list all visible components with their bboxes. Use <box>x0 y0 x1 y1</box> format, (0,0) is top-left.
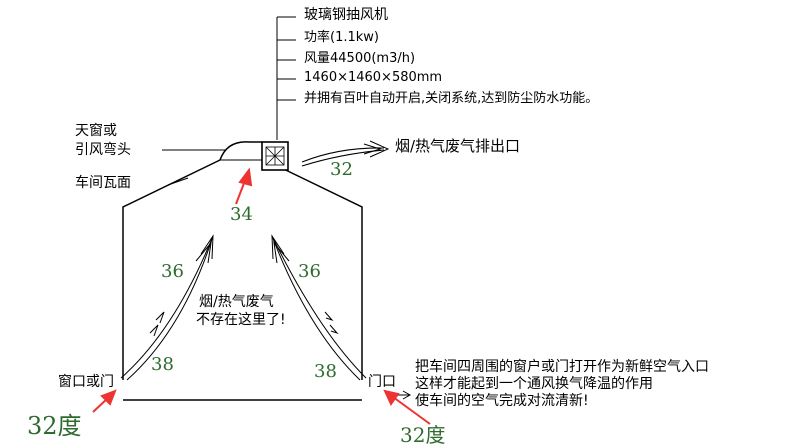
building-roof-right <box>264 159 363 380</box>
building-roof-left <box>122 159 221 380</box>
exhaust-arrow <box>301 140 390 167</box>
roof-label: 车间瓦面 <box>75 175 131 191</box>
left-air-arrow <box>120 234 214 381</box>
skylight-label-line2: 引风弯头 <box>75 142 131 158</box>
door-right-label: 门口 <box>368 374 396 390</box>
temp-lower-right: 38 <box>314 361 337 382</box>
fan-feature-label: 并拥有百叶自动开启,关闭系统,达到防尘防水功能。 <box>304 91 599 106</box>
temp-exhaust: 32 <box>330 159 353 180</box>
exhaust-label: 烟/热气废气排出口 <box>395 137 521 155</box>
fan-spec-bracket <box>276 16 296 140</box>
skylight-bend <box>219 141 262 161</box>
red-arrow-left-inlet <box>92 389 117 413</box>
temp-top: 34 <box>230 204 253 225</box>
temp-inlet-left: 32度 <box>27 412 82 440</box>
note-line2: 这样才能起到一个通风换气降温的作用 <box>415 376 653 392</box>
fan-icon <box>261 141 289 171</box>
fan-size-label: 1460×1460×580mm <box>304 70 443 85</box>
right-air-arrow <box>271 234 367 381</box>
window-left-label: 窗口或门 <box>58 374 114 390</box>
fan-name-label: 玻璃钢抽风机 <box>304 7 388 23</box>
note-line1: 把车间四周围的窗户或门打开作为新鲜空气入口 <box>415 359 709 375</box>
fan-airflow-label: 风量44500(m3/h) <box>304 51 416 66</box>
red-arrow-right-inlet <box>383 389 431 425</box>
temp-inlet-right: 32度 <box>400 423 446 446</box>
temp-upper-left: 36 <box>161 261 184 282</box>
temp-upper-right: 36 <box>298 261 321 282</box>
inside-note-line2: 不存在这里了! <box>196 312 286 328</box>
fan-power-label: 功率(1.1kw) <box>304 30 379 45</box>
roof-leader <box>167 177 189 186</box>
skylight-label-line1: 天窗或 <box>75 123 117 139</box>
temp-lower-left: 38 <box>151 354 174 375</box>
red-arrow-top <box>235 167 253 205</box>
note-line3: 使车间的空气完成对流清新! <box>415 393 589 409</box>
inside-note-line1: 烟/热气废气 <box>199 294 274 310</box>
